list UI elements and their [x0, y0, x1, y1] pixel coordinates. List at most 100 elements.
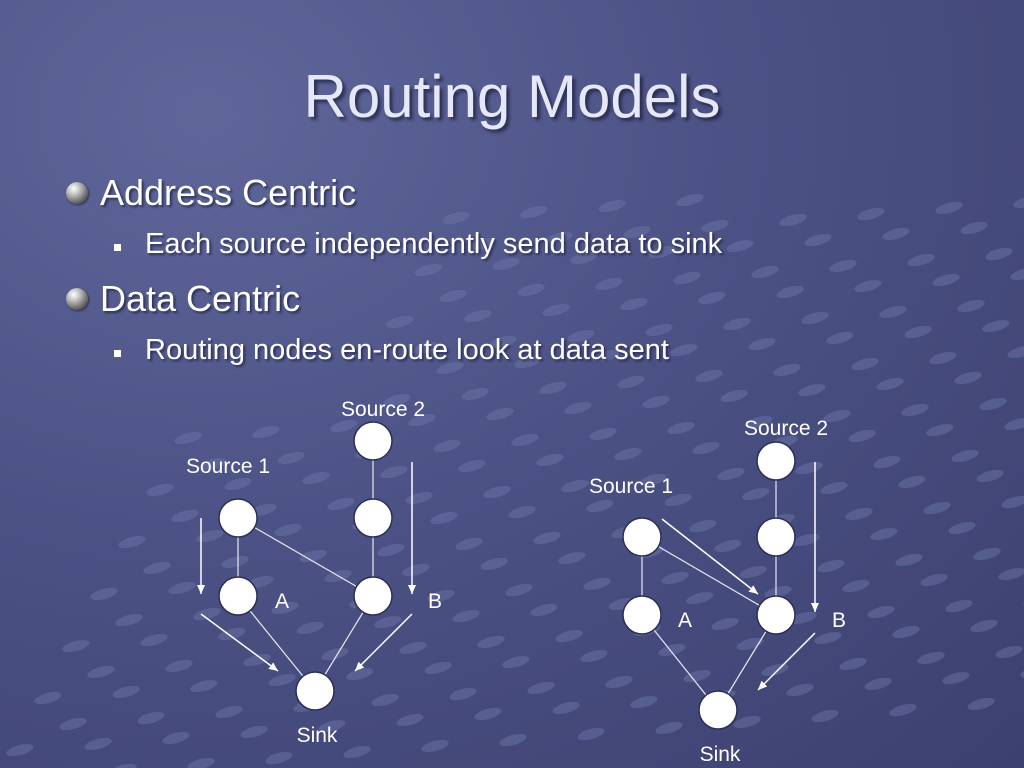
background-dot — [823, 409, 851, 423]
background-dot — [811, 709, 839, 723]
background-dot — [935, 201, 963, 215]
background-dot — [733, 715, 761, 729]
background-dot — [499, 733, 527, 747]
background-dot — [561, 479, 589, 493]
background-dot — [190, 679, 218, 693]
background-dot — [929, 351, 957, 365]
background-dot — [399, 641, 427, 655]
background-dot — [452, 609, 480, 623]
background-dot — [814, 631, 842, 645]
background-dot — [461, 387, 489, 401]
background-dot — [889, 703, 917, 717]
background-dot — [764, 585, 792, 599]
background-dot — [985, 247, 1013, 261]
sphere-bullet-icon — [66, 288, 88, 310]
background-dot — [960, 221, 988, 235]
label-sink: Sink — [297, 724, 338, 747]
node-source1 — [622, 517, 662, 557]
background-dot — [84, 737, 112, 751]
background-dot — [945, 599, 973, 613]
background-dot — [137, 711, 165, 725]
sub-bullet-text: Each source independently send data to s… — [145, 228, 723, 260]
node-source2-relay — [756, 517, 796, 557]
node-sink — [295, 671, 335, 711]
background-dot — [530, 603, 558, 617]
background-dot — [580, 649, 608, 663]
background-dot — [895, 553, 923, 567]
background-dot — [414, 263, 442, 277]
background-dot — [695, 369, 723, 383]
background-dot — [558, 551, 586, 565]
background-dot — [917, 651, 945, 665]
background-dot — [517, 283, 545, 297]
background-dot — [59, 717, 87, 731]
node-source2 — [756, 441, 796, 481]
background-dot — [542, 303, 570, 317]
background-dot — [586, 499, 614, 513]
background-dot — [527, 681, 555, 695]
background-dot — [932, 273, 960, 287]
background-dot — [942, 671, 970, 685]
background-dot — [427, 589, 455, 603]
square-bullet-icon — [114, 350, 121, 357]
background-dot — [143, 561, 171, 575]
background-dot — [817, 559, 845, 573]
background-dot — [483, 485, 511, 499]
background-dot — [726, 239, 754, 253]
background-dot — [720, 389, 748, 403]
flow-arrow-source1-b — [661, 518, 759, 595]
background-dot — [374, 615, 402, 629]
background-dot — [882, 227, 910, 241]
sub-bullet-routing-nodes: Routing nodes en-route look at data sent — [114, 334, 669, 367]
label-source2: Source 2 — [744, 417, 828, 440]
background-dot — [898, 475, 926, 489]
background-dot — [442, 211, 470, 225]
bullet-data-centric: Data Centric — [66, 278, 300, 320]
background-dot — [982, 319, 1010, 333]
background-dot — [570, 251, 598, 265]
background-dot — [826, 331, 854, 345]
background-dot — [539, 381, 567, 395]
background-dot — [1004, 417, 1024, 431]
background-dot — [520, 205, 548, 219]
background-dot — [714, 539, 742, 553]
background-dot — [717, 467, 745, 481]
background-dot — [1001, 495, 1024, 509]
background-dot — [199, 457, 227, 471]
background-dot — [686, 591, 714, 605]
node-source2 — [353, 421, 393, 461]
link-a-sink — [237, 595, 316, 692]
background-dot — [477, 635, 505, 649]
background-dot — [851, 357, 879, 371]
background-dot — [433, 439, 461, 453]
node-b — [756, 595, 796, 635]
background-dot — [583, 577, 611, 591]
background-dot — [970, 619, 998, 633]
background-dot — [299, 549, 327, 563]
background-dot — [1007, 345, 1024, 359]
background-dot — [112, 685, 140, 699]
flow-arrow-b-sink — [354, 613, 413, 672]
background-dot — [904, 325, 932, 339]
background-dot — [658, 643, 686, 657]
background-dot — [140, 633, 168, 647]
background-dot — [870, 527, 898, 541]
background-dot — [386, 315, 414, 329]
background-dot — [661, 571, 689, 585]
background-dot — [402, 563, 430, 577]
background-dot — [676, 193, 704, 207]
address-centric-diagram: Source 2 Source 1 A B Sink — [186, 398, 442, 747]
background-dot — [701, 219, 729, 233]
background-dot — [327, 497, 355, 511]
label-source2: Source 2 — [341, 398, 425, 421]
background-dot — [664, 493, 692, 507]
sphere-bullet-icon — [66, 182, 88, 204]
label-a: A — [275, 590, 289, 613]
background-dot — [804, 233, 832, 247]
bullet-text: Data Centric — [100, 278, 301, 319]
background-dot — [976, 469, 1004, 483]
background-dot — [907, 253, 935, 267]
sub-bullet-text: Routing nodes en-route look at data sent — [145, 334, 669, 366]
background-dot — [302, 471, 330, 485]
background-dot — [271, 601, 299, 615]
